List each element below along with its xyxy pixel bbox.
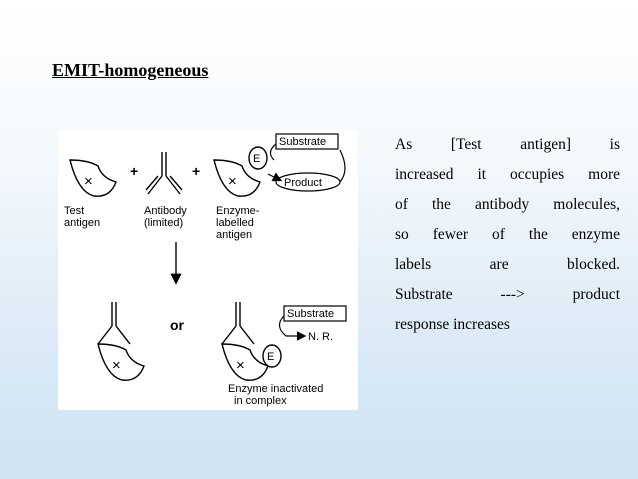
complex-left-x: × (112, 357, 121, 374)
test-antigen-label-line1: Test (64, 205, 84, 217)
antibody-label-line2: (limited) (144, 217, 183, 229)
enzyme-antigen-x: × (228, 173, 237, 190)
explanation-line-2: increased it occupies more (395, 166, 620, 183)
enzyme-label-bottom: E (267, 351, 274, 363)
product-label: Product (284, 177, 322, 189)
enzyme-label-line1: Enzyme- (216, 205, 260, 217)
explanation-line-3: of the antibody molecules, (395, 196, 620, 213)
substrate-product-arrow-path (269, 143, 277, 161)
substrate-box-top (275, 133, 339, 150)
product-loop (339, 149, 346, 183)
complex-antibody-enzyme-antigen (221, 302, 269, 381)
explanation-line-7: response increases (395, 316, 510, 333)
enzyme-label-line3: antigen (216, 229, 252, 241)
test-antigen-shape: × (69, 159, 117, 197)
substrate-box-bottom (283, 305, 347, 322)
explanation-line-4: so fewer of the enzyme (395, 226, 620, 243)
nr-label: N. R. (308, 331, 333, 343)
test-antigen-x: × (84, 173, 93, 190)
enzyme-label-top: E (253, 153, 260, 165)
enzyme-label-line2: labelled (216, 217, 254, 229)
emit-diagram-svg: × Test antigen + Antibody (limited) + × … (64, 133, 347, 407)
antibody-label-line1: Antibody (144, 205, 187, 217)
complex-right-x: × (236, 357, 245, 374)
inactivated-label-line2: in complex (234, 395, 287, 407)
substrate-label-top: Substrate (279, 136, 326, 148)
inactivated-label-line1: Enzyme inactivated (228, 383, 323, 395)
substrate-nr-arrow-path (278, 315, 287, 337)
to-product-arrow (267, 172, 283, 182)
test-antigen-label-line2: antigen (64, 217, 100, 229)
or-label: or (170, 317, 185, 333)
plus-sign-2: + (192, 163, 200, 179)
explanation-text: As [Test antigen] is increased it occupi… (395, 130, 620, 340)
enzyme-bottom-ellipse (262, 344, 282, 368)
explanation-line-6: Substrate ---> product (395, 286, 620, 303)
explanation-line-5: labels are blocked. (395, 256, 620, 273)
enzyme-labelled-antigen-shape: × E (213, 146, 268, 197)
emit-diagram: × Test antigen + Antibody (limited) + × … (58, 130, 358, 410)
slide-title: EMIT-homogeneous (52, 60, 209, 80)
plus-sign-1: + (130, 163, 138, 179)
antibody-shape (145, 152, 183, 195)
complex-antibody-antigen (97, 302, 145, 381)
substrate-label-bottom: Substrate (287, 308, 334, 320)
explanation-line-1: As [Test antigen] is (395, 136, 620, 153)
